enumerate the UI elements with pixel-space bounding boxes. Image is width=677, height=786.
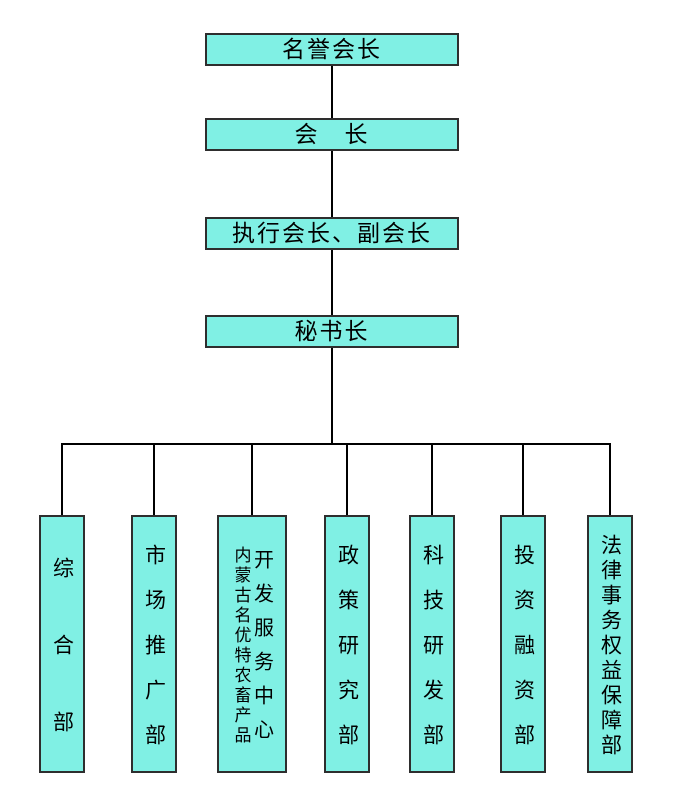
org-box-secretary-general: 秘书长 xyxy=(205,315,459,348)
org-box-dept-tech-rnd: 科技研发部 xyxy=(409,515,455,773)
org-box-dept-investment-financing: 投资融资部 xyxy=(500,515,546,773)
connector-drop xyxy=(153,445,155,515)
org-box-label: 执行会长、副会长 xyxy=(232,221,432,246)
org-box-label: 会 长 xyxy=(294,122,370,147)
connector-vertical xyxy=(331,66,333,118)
org-box-label: 秘书长 xyxy=(294,319,370,344)
org-box-dept-marketing: 市场推广部 xyxy=(131,515,177,773)
connector-drop xyxy=(609,445,611,515)
org-box-label: 科技研发部 xyxy=(420,543,445,769)
connector-horizontal xyxy=(61,443,611,445)
org-box-label: 综合部 xyxy=(50,556,75,786)
connector-vertical xyxy=(331,348,333,445)
org-box-president: 会 长 xyxy=(205,118,459,151)
connector-drop xyxy=(431,445,433,515)
org-box-label-column-1: 内蒙古名优特农畜产品 xyxy=(231,545,251,746)
org-box-dept-nmg-agri-service-center: 内蒙古名优特农畜产品 开发服务中心 xyxy=(217,515,287,773)
org-box-dept-policy-research: 政策研究部 xyxy=(324,515,370,773)
org-box-label: 市场推广部 xyxy=(142,543,167,769)
connector-vertical xyxy=(331,250,333,315)
connector-drop xyxy=(522,445,524,515)
connector-drop xyxy=(346,445,348,515)
connector-drop xyxy=(251,445,253,515)
org-box-label-column-2: 开发服务中心 xyxy=(250,549,273,753)
connector-drop xyxy=(61,445,63,515)
org-box-dept-general-affairs: 综合部 xyxy=(39,515,85,786)
org-box-label: 法律事务权益保障部 xyxy=(598,533,623,759)
org-box-dept-legal-affairs: 法律事务权益保障部 xyxy=(587,515,633,773)
org-box-label: 名誉会长 xyxy=(282,37,382,62)
org-box-label: 政策研究部 xyxy=(335,543,360,769)
org-box-executive-vice-president: 执行会长、副会长 xyxy=(205,217,459,250)
connector-vertical xyxy=(331,151,333,217)
org-box-honorary-president: 名誉会长 xyxy=(205,33,459,66)
org-box-label: 投资融资部 xyxy=(511,543,536,769)
